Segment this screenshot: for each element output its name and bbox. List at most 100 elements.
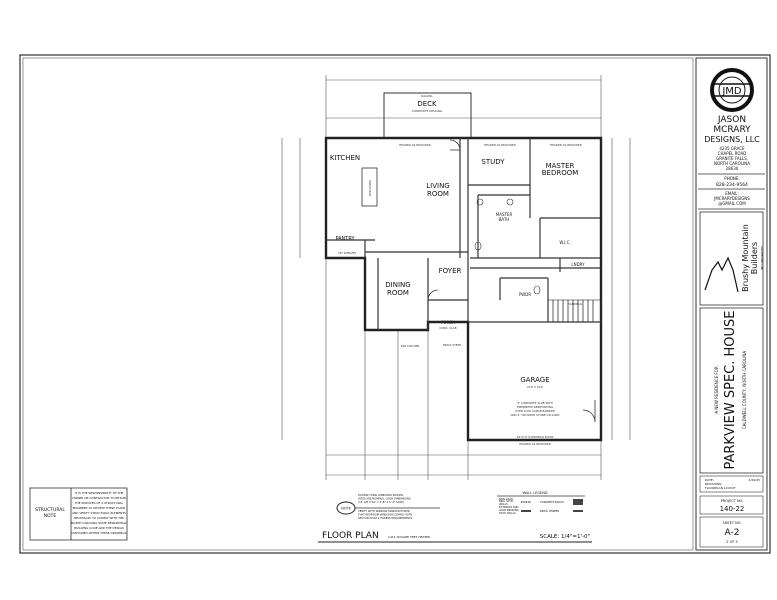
door-swing — [582, 400, 596, 423]
project-no: 140-22 — [720, 505, 745, 513]
toilet-icon — [533, 285, 541, 295]
revision: FLOORPLAN LAYOUT — [705, 486, 736, 490]
company-name-3: DESIGNS, LLC — [704, 135, 760, 144]
residence-label: A NEW RESIDENCE FOR — [714, 366, 719, 413]
structural-note: STRUCTURAL NOTE IT IS THE RESPONSIBILITY… — [29, 487, 128, 541]
slab-note: OVER 6 MIL VAPOR BARRIER — [515, 409, 555, 413]
legend-label: NON-LOAD BRG. STUD WALLS — [499, 497, 514, 507]
note-line: OWNER OR CONTRACTOR TO RETAIN — [72, 496, 126, 500]
overhead-door-label: 16'X7'0 OVERHEAD DOOR — [517, 435, 554, 439]
room-label-dining: DINING — [385, 281, 410, 289]
handrail-label: HANDRAIL — [568, 302, 583, 306]
header-note: HEADER AS REQUIRED — [550, 143, 582, 147]
builder-name-2: Builders — [750, 242, 759, 274]
brick-steps-label: BRICK STEPS — [443, 343, 461, 347]
window-note: NOTE DOUBLE HUNG WINDOWS SHOWN, SIZES AR… — [336, 493, 440, 520]
phone: 828-234-9564 — [716, 182, 748, 188]
sheet-no: A-2 — [725, 528, 740, 538]
room-label-master-bath: MASTER — [496, 212, 513, 217]
snack-bar-label: SNACK BAR — [368, 180, 372, 196]
structural-note-label: NOTE — [44, 513, 57, 519]
note-line: NORTH CAROLINA STATE RESIDENTIAL — [71, 521, 127, 525]
sink-icon — [476, 198, 484, 206]
room-label-pantry: PANTRY — [335, 236, 355, 242]
company-logo: JMD — [710, 68, 754, 112]
drawing-title: FLOOR PLAN — [322, 531, 379, 541]
sheet-of: 2 OF 5 — [726, 540, 737, 544]
note-line: ENGINEER TO REVIEW THESE PLANS — [73, 506, 126, 510]
email: @GMAIL.COM — [718, 201, 746, 206]
legend-label: EXTERIOR AND LOAD BEARING STUD WALLS — [499, 506, 519, 515]
date-label: DATE: — [705, 478, 714, 482]
room-label-deck: DECK — [417, 100, 437, 108]
project-name: PARKVIEW SPEC. HOUSE — [723, 310, 738, 469]
note-line: SIZES ARE NOMINAL, SASH DIMENSIONS — [358, 497, 411, 501]
room-label-porch: PORCH — [441, 320, 455, 325]
sheet-no-label: SHEET NO. — [723, 521, 742, 525]
room-label-laundry: LNDRY — [571, 262, 585, 267]
note-line: AND VERIFY STRUCTURAL ELEMENTS — [72, 511, 126, 515]
dimension-lines — [281, 75, 631, 480]
builder-logo — [699, 211, 764, 306]
slab-note: 4" CONCRETE SLAB WITH — [517, 401, 553, 405]
note-line: CONTAINED WITHIN THESE DRAWINGS. — [71, 531, 128, 535]
note-line: NECESSARY TO COMPLY WITH THE — [74, 516, 124, 520]
room-label-dining: ROOM — [387, 289, 409, 297]
drawing-subtitle: 1411 SQUARE FEET HEATED — [388, 535, 431, 539]
email-label: EMAIL: — [725, 191, 738, 196]
note-line: THAT BEDROOM WINDOWS COMPLY WITH — [358, 513, 412, 517]
company-name-2: MCRARY — [713, 125, 751, 135]
note-line: BUILDING CODE AND THE DESIGN — [74, 526, 123, 530]
concrete-swatch — [573, 499, 583, 505]
railing-label: RAILING — [421, 94, 432, 98]
door-swing — [449, 139, 461, 151]
door-swing — [427, 289, 439, 301]
email: JMCRARYDESIGNS — [713, 196, 750, 201]
note-line: (I.E. 2/8 X 5/2 = 2'-8" X 5'-2" SASH) — [358, 500, 404, 504]
project-location: CALDWELL COUNTY, NORTH CAROLINA — [742, 351, 747, 430]
builder-sub: INCORPORATED — [760, 245, 764, 269]
title-block — [695, 57, 768, 551]
room-label-wic: W.I.C. — [559, 240, 570, 245]
room-label-master: BEDROOM — [542, 169, 579, 177]
interior-walls — [326, 138, 601, 330]
room-label-foyer: FOYER — [439, 267, 462, 275]
room-label-master-bath: BATH — [499, 217, 510, 222]
address-line: NORTH CAROLINA — [714, 161, 750, 166]
company-name-1: JASON — [717, 115, 746, 125]
sheet-border — [19, 54, 771, 554]
drawing-scale: SCALE: 1/4"=1'-0" — [540, 534, 590, 540]
mountain-icon — [704, 256, 739, 293]
room-label-living: ROOM — [427, 190, 449, 198]
sink-icon — [506, 198, 514, 206]
project-name-box — [699, 307, 764, 474]
address-line: GRANITE FALLS, — [716, 156, 748, 161]
sheet-no-box — [699, 516, 764, 548]
shelves-label: 18" SHELVES — [338, 251, 356, 255]
kitchen-island — [361, 167, 378, 207]
logo-text: JMD — [721, 86, 742, 97]
room-label-living: LIVING — [426, 182, 449, 190]
drawing-border — [22, 57, 694, 551]
header-note: HEADER AS REQUIRED — [484, 143, 516, 147]
exterior-walls — [324, 136, 603, 442]
note-line: DOUBLE HUNG WINDOWS SHOWN, — [358, 493, 404, 497]
header-note: HEADER AS REQUIRED — [399, 143, 431, 147]
date: 2/24/25 — [748, 478, 760, 482]
revisions-label: REVISIONS: — [705, 482, 722, 486]
room-label-master: MASTER — [546, 162, 575, 170]
wall-legend-title: WALL LEGEND — [522, 491, 547, 495]
builder-name-1: Brushy Mountain — [741, 224, 750, 292]
note-badge: NOTE — [341, 507, 351, 511]
slab-note: AND 4" CRUSHED STONE OR SAND — [510, 413, 559, 417]
note-line: SECTION R310.1 EGRESS REQUIREMENTS — [358, 516, 412, 520]
phone-label: PHONE: — [724, 176, 739, 181]
header-note: HEADER AS REQUIRED — [519, 442, 551, 446]
room-label-study: STUDY — [481, 158, 505, 166]
room-label-garage: GARAGE — [520, 376, 549, 384]
legend-label: CONCRETE BLOCK — [540, 500, 564, 504]
column-label: 8x8 COLUMN — [401, 344, 419, 348]
garage-size: 22'0 X 22'0 — [527, 385, 543, 389]
stairs — [547, 299, 602, 323]
